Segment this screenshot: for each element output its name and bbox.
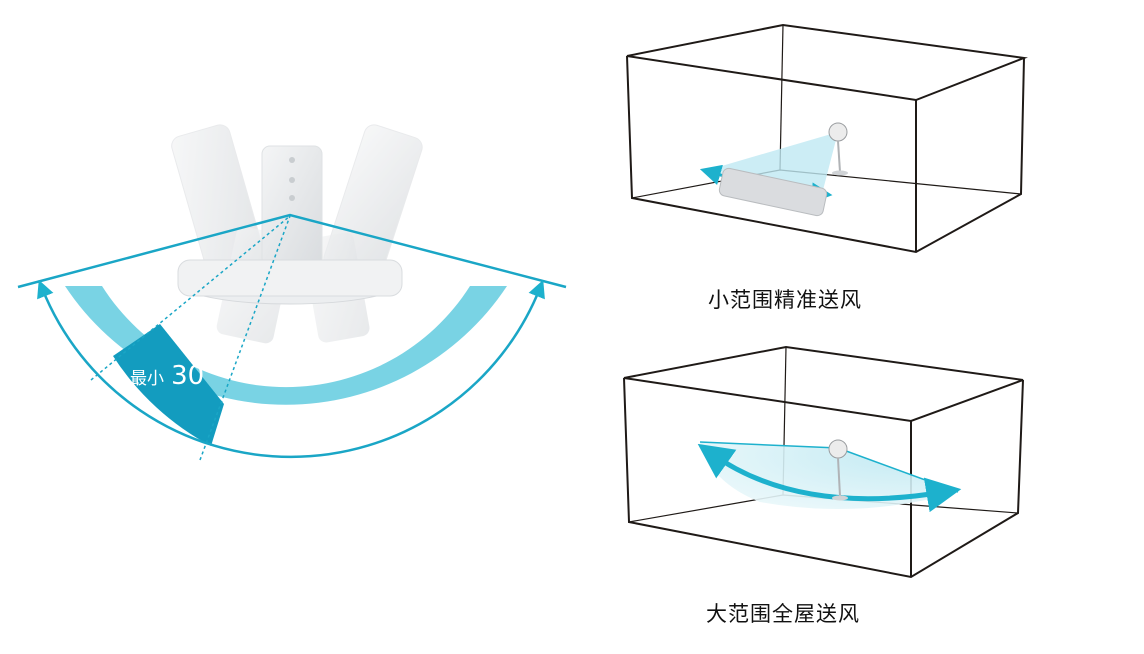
max-angle-value: 150° bbox=[277, 417, 340, 447]
sofa-icon bbox=[718, 167, 828, 217]
large-range-scene bbox=[697, 439, 962, 513]
large-range-caption: 大范围全屋送风 bbox=[706, 602, 860, 626]
min-angle-value: 30° bbox=[171, 361, 217, 391]
range-top-line bbox=[17, 213, 567, 289]
min-angle-prefix: 最小 bbox=[130, 369, 164, 389]
min-angle-label: 最小 30° bbox=[130, 361, 217, 391]
standing-fan-icon-large bbox=[828, 439, 848, 501]
small-range-scene bbox=[699, 122, 848, 217]
small-range-caption: 小范围精准送风 bbox=[708, 288, 862, 312]
standing-fan-icon bbox=[828, 122, 848, 176]
min-angle-sector bbox=[113, 324, 224, 446]
max-angle-prefix: 最大 bbox=[236, 425, 270, 445]
oscillation-arrow-arc bbox=[37, 279, 545, 459]
small-range-room bbox=[626, 23, 1028, 254]
left-oscillation-diagram: 最小 30° 最大 150° bbox=[17, 124, 567, 461]
max-angle-dotted-line bbox=[199, 215, 291, 461]
max-angle-label: 最大 150° bbox=[236, 417, 340, 447]
